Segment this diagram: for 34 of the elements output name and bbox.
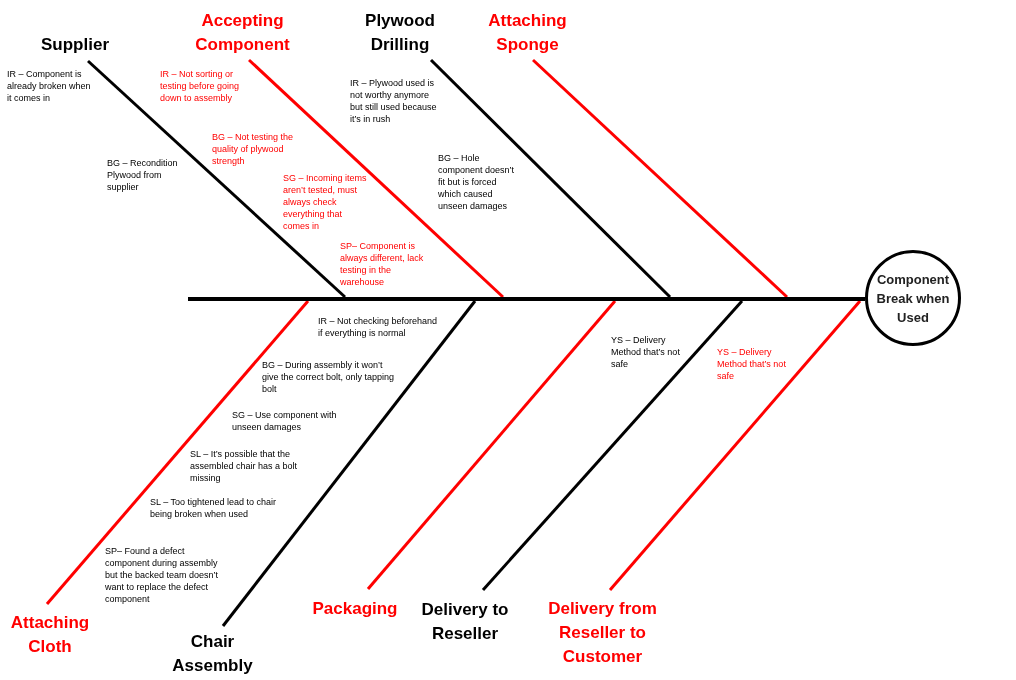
effect-text: Component Break when Used [875, 270, 951, 327]
cause-note: SP– Component is always different, lack testing in the warehouse [340, 240, 425, 288]
cause-note: IR – Not checking beforehand if everything is normal [318, 315, 439, 339]
cause-note: BG – Recondition Plywood from supplier [107, 157, 179, 193]
fishbone-line [221, 300, 477, 627]
cause-note: SL – It’s possible that the assembled chair has a bolt missing [190, 448, 299, 484]
category-heading: Accepting Component [180, 9, 305, 57]
fishbone-line [247, 58, 505, 299]
fishbone-line [531, 58, 789, 299]
fishbone-line [87, 59, 346, 299]
category-heading: Chair Assembly [160, 630, 265, 678]
cause-note: BG – During assembly it won’t give the correct bolt, only tapping bolt [262, 359, 396, 395]
cause-note: BG – Hole component doesn’t fit but is forced which caused unseen damages [438, 152, 516, 212]
cause-note: YS – Delivery Method that’s not safe [611, 334, 681, 370]
category-heading: Plywood Drilling [345, 9, 455, 57]
cause-note: SG – Incoming items aren’t tested, must always check everything that comes in [283, 172, 367, 232]
category-heading: Delivery from Reseller to Customer [530, 597, 675, 669]
category-heading: Attaching Sponge [470, 9, 585, 57]
category-heading: Packaging [305, 597, 405, 621]
category-heading: Supplier [30, 33, 120, 57]
fishbone-line [429, 58, 672, 299]
cause-note: IR – Not sorting or testing before going down to assembly [160, 68, 241, 104]
fishbone-line [366, 300, 617, 590]
cause-note: SL – Too tightened lead to chair being broken when used [150, 496, 278, 520]
cause-note: SP– Found a defect component during assembly but the backed team doesn’t want to replace the defect component [105, 545, 220, 605]
cause-note: IR – Plywood used is not worthy anymore but still used because it’s in rush [350, 77, 438, 125]
cause-note: BG – Not testing the quality of plywood strength [212, 131, 295, 167]
category-heading: Attaching Cloth [0, 611, 100, 659]
fishbone-line [481, 300, 744, 591]
cause-note: IR – Component is already broken when it comes in [7, 68, 92, 104]
category-heading: Delivery to Reseller [405, 598, 525, 646]
cause-note: SG – Use component with unseen damages [232, 409, 338, 433]
cause-note: YS – Delivery Method that’s not safe [717, 346, 787, 382]
fishbone-line [45, 300, 310, 605]
